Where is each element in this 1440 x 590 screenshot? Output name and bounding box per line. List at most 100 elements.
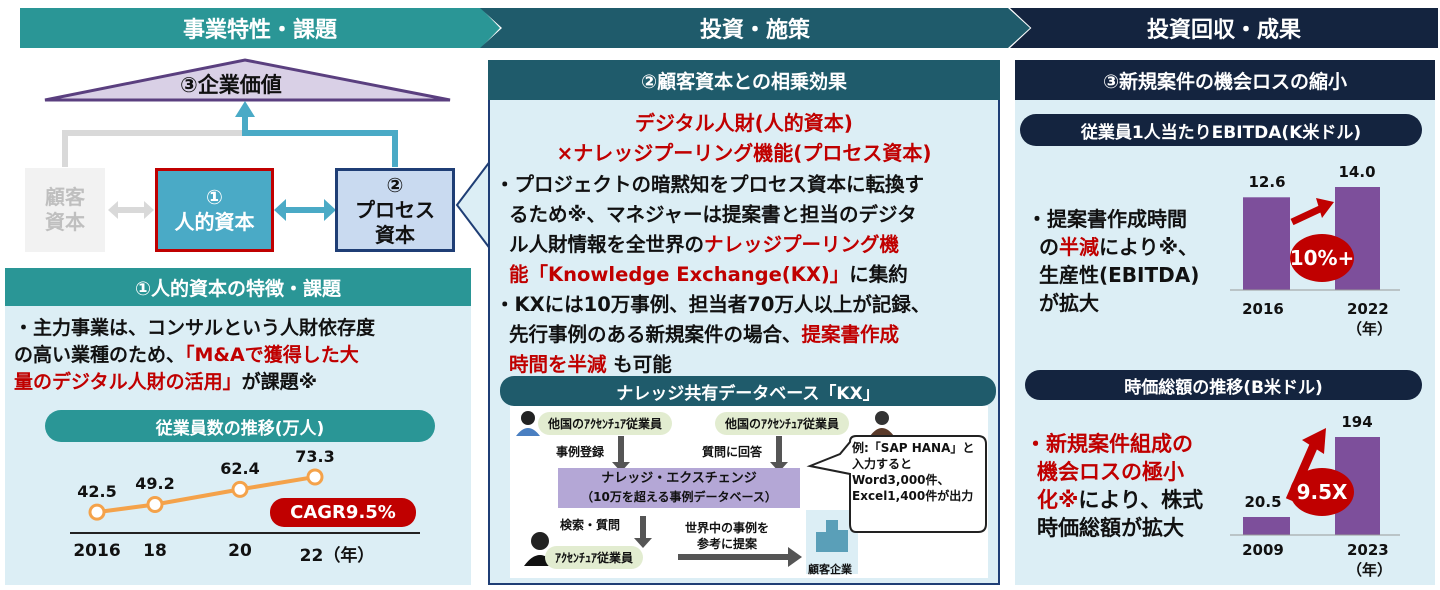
customer-connector xyxy=(62,130,245,167)
growth-badge: 10%+ xyxy=(1290,234,1354,282)
text-line: 量のデジタル人財の活用」が課題※ xyxy=(14,369,375,396)
label: （10万を超える事例データベース） xyxy=(581,490,777,504)
label: 世界中の事例を xyxy=(685,521,770,535)
value-label: 194 xyxy=(1341,413,1373,431)
label: ② xyxy=(386,172,404,197)
label: 人的資本 xyxy=(174,210,255,234)
highlight: 半減 xyxy=(1059,235,1099,259)
data-label: 49.2 xyxy=(135,474,175,494)
header-label: 投資・施策 xyxy=(699,18,810,43)
text: の高い業種のため、 xyxy=(14,344,186,366)
line: Excel1,400件が出力 xyxy=(852,489,974,503)
highlight: 提案書作成 xyxy=(801,323,900,346)
data-label: 42.5 xyxy=(77,482,117,502)
employee-chart-title: 従業員数の推移(万人) xyxy=(45,410,435,442)
highlight: ナレッジプーリング機 xyxy=(704,233,900,256)
label: 資本 xyxy=(45,210,85,234)
data-point xyxy=(306,468,324,486)
text-line: るため※、マネジャーは提案書と担当のデジタ xyxy=(509,203,917,226)
employee-line-chart xyxy=(70,468,420,534)
year-label: 2016 xyxy=(1242,300,1284,318)
text-line: 生産性(EBITDA) xyxy=(1039,263,1200,287)
text: 先行事例のある新規案件の場合、 xyxy=(509,323,802,346)
tick-label: 18 xyxy=(143,541,167,561)
text: ル人財情報を全世界の xyxy=(509,233,705,256)
value-label: 12.6 xyxy=(1248,173,1286,192)
highlight: 量のデジタル人財の活用」 xyxy=(14,371,242,393)
data-point xyxy=(231,480,249,498)
data-label: 73.3 xyxy=(295,446,335,466)
text-line: の高い業種のため、「M&Aで獲得した大 xyxy=(14,342,375,369)
person-icon xyxy=(516,411,540,436)
text-line: 先行事例のある新規案件の場合、提案書作成 xyxy=(495,320,930,350)
line: Word3,000件、 xyxy=(852,473,950,487)
header-section-issues: 事業特性・課題 xyxy=(20,8,500,48)
corporate-value-label: ③企業価値 xyxy=(180,73,282,97)
human-capital-title: ①人的資本の特徴・課題 xyxy=(5,268,471,306)
value-label: 20.5 xyxy=(1244,493,1282,511)
header-section-investment: 投資・施策 xyxy=(480,8,1030,48)
label: プロセス xyxy=(355,197,435,222)
arrow-down-icon xyxy=(612,436,630,472)
highlight: 能「Knowledge Exchange(KX)」 xyxy=(509,263,850,286)
text: に集約 xyxy=(849,263,908,286)
tick-label: 22（年） xyxy=(299,546,375,566)
corporate-value-roof xyxy=(44,58,451,102)
label: 顧客 xyxy=(45,185,85,209)
line: 入力すると xyxy=(852,457,913,471)
text: の xyxy=(1039,235,1059,259)
label: 資本 xyxy=(375,222,415,247)
arrow-down-icon xyxy=(634,516,652,548)
register-label: 事例登録 xyxy=(556,445,605,459)
label: ナレッジ・エクスチェンジ xyxy=(601,471,757,486)
text: により、株式 xyxy=(1078,488,1204,512)
text-line: の半減により※、 xyxy=(1027,233,1199,261)
arrow-down-icon xyxy=(770,436,788,472)
client-label: 顧客企業 xyxy=(808,563,852,576)
header-label: 投資回収・成果 xyxy=(1146,18,1301,43)
text-line: 化※により、株式 xyxy=(1025,486,1203,514)
data-point xyxy=(88,503,106,521)
text-line: 時間を半減 も可能 xyxy=(495,350,930,380)
process-connector xyxy=(242,115,398,167)
text-line: ・新規案件組成の xyxy=(1025,432,1193,456)
employee-label: 他国のｱｸｾﾝﾁｭｱ従業員 xyxy=(538,412,673,435)
bar-2009 xyxy=(1243,517,1290,535)
text: も可能 xyxy=(606,353,672,376)
building-icon xyxy=(816,520,848,552)
synergy-bullets: ・プロジェクトの暗黙知をプロセス資本に転換す るため※、マネジャーは提案書と担当… xyxy=(495,170,930,380)
ebitda-text: ・提案書作成時間 の半減により※、 生産性(EBITDA) が拡大 xyxy=(1027,205,1199,317)
ebitda-chart-title: 従業員1人当たりEBITDA(K米ドル) xyxy=(1020,114,1422,146)
arrow-up-right-icon xyxy=(1290,198,1334,226)
label: 参考に提案 xyxy=(697,537,758,551)
callout-bubble xyxy=(806,435,987,533)
text-line: ・主力事業は、コンサルという人財依存度 xyxy=(14,317,376,339)
text: により※、 xyxy=(1099,235,1199,259)
issue-text: ・主力事業は、コンサルという人財依存度 の高い業種のため、「M&Aで獲得した大 … xyxy=(14,315,375,396)
arrow-right-icon xyxy=(678,547,802,567)
year-label: 2022（年） xyxy=(1347,300,1393,338)
tick-label: 2016 xyxy=(73,541,121,561)
data-point xyxy=(146,495,164,513)
series-line xyxy=(96,474,316,515)
search-label: 検索・質問 xyxy=(560,518,621,532)
text-line: ・KXには10万事例、担当者70万人以上が記録、 xyxy=(495,293,931,316)
text-line: ・プロジェクトの暗黙知をプロセス資本に転換す xyxy=(495,173,925,196)
text-line: 時価総額が拡大 xyxy=(1037,516,1184,540)
highlight: 「M&Aで獲得した大 xyxy=(185,344,359,366)
header-section-returns: 投資回収・成果 xyxy=(1010,8,1438,48)
year-label: 2023（年） xyxy=(1347,541,1393,579)
text-line: 機会ロスの極小 xyxy=(1037,460,1184,484)
highlight: 時間を半減 xyxy=(509,353,607,376)
synergy-title: ②顧客資本との相乗効果 xyxy=(488,60,1000,100)
market-cap-text: ・新規案件組成の 機会ロスの極小 化※により、株式 時価総額が拡大 xyxy=(1025,430,1203,542)
data-label: 62.4 xyxy=(220,459,260,479)
bar-2016 xyxy=(1243,197,1290,290)
tick-label: 20 xyxy=(228,541,252,561)
text-line: ル人財情報を全世界のナレッジプーリング機 xyxy=(495,230,930,260)
knowledge-exchange-db: ナレッジ・エクスチェンジ （10万を超える事例データベース） xyxy=(558,468,800,508)
growth-badge: 9.5X xyxy=(1290,468,1354,516)
market-cap-chart-title: 時価総額の推移(B米ドル) xyxy=(1025,370,1422,400)
